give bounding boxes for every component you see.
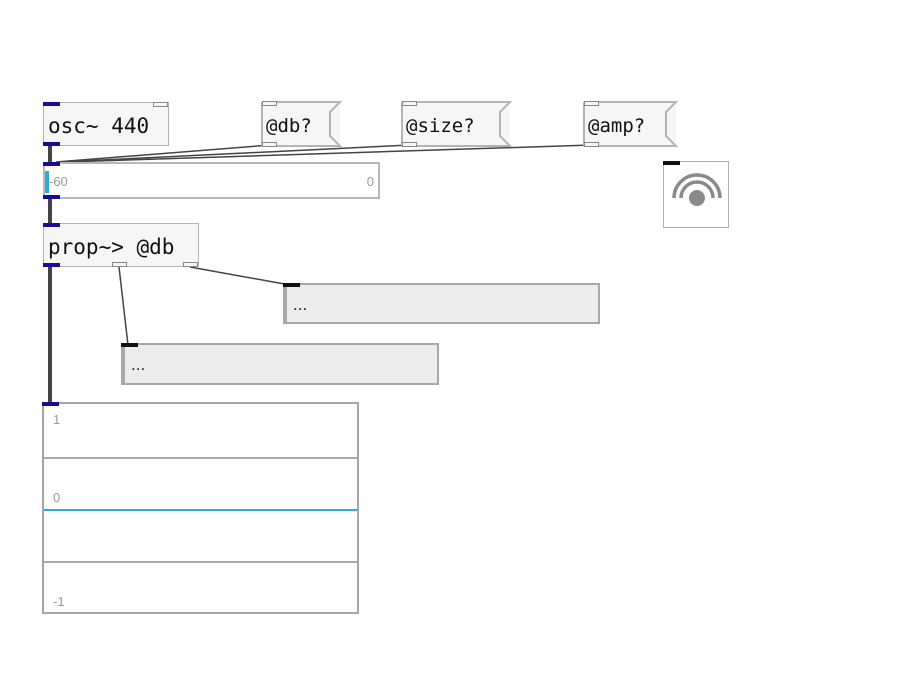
db-message-inlet[interactable]	[262, 101, 277, 106]
osc-right-inlet[interactable]	[153, 102, 168, 107]
scope-bottom-label: -1	[53, 594, 65, 609]
slider-min-label: -60	[49, 174, 68, 189]
cord-size-to-slider	[59, 144, 411, 163]
slider-knob[interactable]	[45, 171, 49, 193]
dac-inlet[interactable]	[663, 161, 680, 165]
prop-signal-outlet[interactable]	[43, 263, 60, 267]
osc-object[interactable]: osc~ 440	[43, 102, 169, 146]
slider-signal-inlet[interactable]	[43, 162, 60, 166]
signal-scope[interactable]: 1 0 -1	[42, 402, 359, 614]
db-message-outlet[interactable]	[262, 142, 277, 147]
left-display-text: ...	[131, 355, 146, 374]
right-display-inlet[interactable]	[283, 283, 300, 287]
amp-message-label: @amp?	[588, 115, 646, 137]
scope-signal-trace	[44, 509, 357, 511]
cord-prop-to-right-display	[189, 266, 291, 286]
speaker-arc-icon	[672, 173, 722, 206]
scope-mid-label: 0	[53, 490, 61, 505]
prop-middle-outlet[interactable]	[112, 262, 127, 267]
size-message-label: @size?	[406, 115, 475, 137]
slider-signal-outlet[interactable]	[43, 195, 60, 199]
scope-top-label: 1	[53, 412, 61, 427]
amp-message-outlet[interactable]	[584, 142, 599, 147]
dac-object[interactable]	[663, 161, 729, 228]
prop-object[interactable]: prop~> @db	[43, 223, 199, 267]
prop-object-label: prop~> @db	[48, 235, 175, 259]
cord-amp-to-slider	[63, 144, 593, 163]
scope-signal-inlet[interactable]	[42, 402, 59, 406]
scope-upper-gridline	[44, 457, 357, 459]
size-message-inlet[interactable]	[402, 101, 417, 106]
right-display-text: ...	[293, 295, 308, 314]
size-message-outlet[interactable]	[402, 142, 417, 147]
cord-prop-to-left-display	[118, 266, 129, 346]
left-display-inlet[interactable]	[121, 343, 138, 347]
amp-query-message[interactable]: @amp?	[583, 101, 679, 147]
osc-signal-outlet[interactable]	[43, 142, 60, 146]
slider-max-label: 0	[366, 174, 374, 189]
osc-object-label: osc~ 440	[48, 114, 150, 138]
right-display: ...	[283, 283, 600, 324]
osc-signal-inlet[interactable]	[43, 102, 60, 106]
cord-db-to-slider	[55, 144, 271, 163]
scope-lower-gridline	[44, 561, 357, 563]
left-display: ...	[121, 343, 439, 385]
prop-right-outlet[interactable]	[183, 262, 198, 267]
db-slider[interactable]: -60 0	[43, 162, 380, 199]
prop-signal-inlet[interactable]	[43, 223, 60, 227]
db-message-label: @db?	[266, 115, 312, 137]
amp-message-inlet[interactable]	[584, 101, 599, 106]
size-query-message[interactable]: @size?	[401, 101, 513, 147]
db-query-message[interactable]: @db?	[261, 101, 343, 147]
